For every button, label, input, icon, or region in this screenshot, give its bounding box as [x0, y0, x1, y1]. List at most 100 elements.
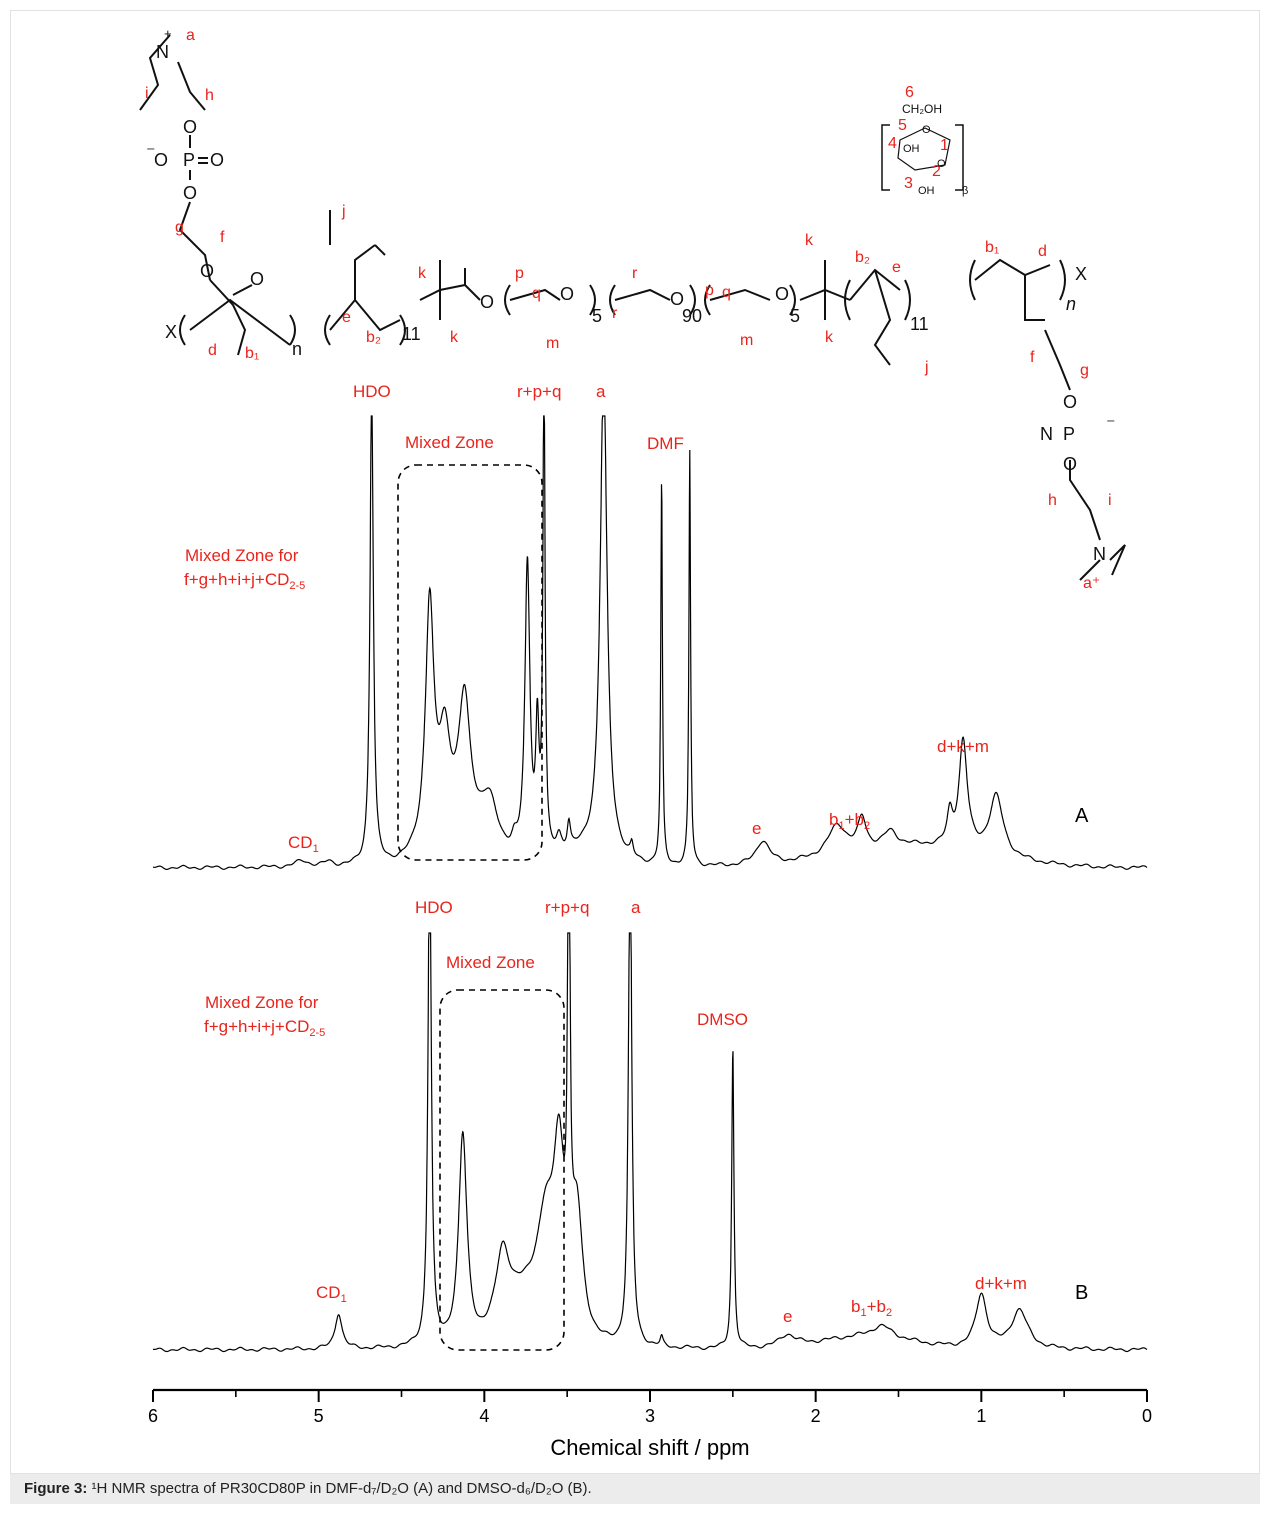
cd-number-6: 6 — [905, 84, 914, 101]
struct-label-b2-left: b₂ — [366, 329, 381, 346]
panel-letter-b: B — [1075, 1282, 1088, 1304]
atom-o5: O — [200, 261, 214, 281]
atom-n-left: N — [156, 42, 169, 62]
end-group-left: X — [165, 322, 177, 342]
cd-number-2: 2 — [932, 163, 941, 180]
figure-label: Figure 3: — [24, 1480, 88, 1497]
atom-p-left: P — [183, 150, 195, 170]
struct-label-e-left: e — [342, 309, 351, 326]
x-tick-label: 6 — [148, 1406, 158, 1426]
struct-label-a-left: a — [186, 27, 195, 44]
x-tick-label: 5 — [314, 1406, 324, 1426]
label-b-rpq: r+p+q — [545, 898, 589, 917]
cd-number-3: 3 — [904, 175, 913, 192]
sub-90: 90 — [682, 306, 702, 326]
label-a-rpq: r+p+q — [517, 382, 561, 401]
label-a-assignment: f+g+h+i+j+CD2-5 — [184, 570, 305, 592]
label-a-b1b2: b1+b2 — [829, 810, 870, 832]
x-axis-title: Chemical shift / ppm — [550, 1435, 749, 1460]
label-a-dmf: DMF — [647, 434, 684, 453]
label-b-dkm: d+k+m — [975, 1274, 1027, 1293]
atom-o8: O — [560, 284, 574, 304]
struct-label-k-bot-left: k — [450, 329, 459, 346]
struct-label-m2: m — [740, 332, 753, 349]
mixed-zone-box-b — [439, 989, 565, 1351]
struct-label-k-bot-right: k — [825, 329, 834, 346]
struct-label-r2: r — [612, 305, 618, 322]
label-b-cd1: CD1 — [316, 1283, 347, 1305]
label-a-e: e — [752, 819, 761, 838]
struct-label-g-right: g — [1080, 362, 1089, 379]
struct-label-r1: r — [632, 265, 638, 282]
cd-ch2oh: CH₂OH — [902, 102, 942, 116]
struct-label-p1: p — [515, 265, 524, 282]
spectrum-trace-a — [152, 415, 1148, 870]
x-tick-label: 0 — [1142, 1406, 1152, 1426]
atom-o1: O — [183, 117, 197, 137]
label-a-mixed-zone: Mixed Zone — [405, 433, 494, 452]
atom-plus-left: + — [164, 26, 172, 41]
label-b-hdo: HDO — [415, 898, 453, 917]
x-tick-label: 3 — [645, 1406, 655, 1426]
mixed-zone-box-a — [397, 464, 543, 861]
struct-label-g-left: g — [175, 219, 184, 236]
struct-label-f-left: f — [220, 229, 225, 246]
struct-label-m1: m — [546, 335, 559, 352]
label-b-dmso: DMSO — [697, 1010, 748, 1029]
atom-o3: O — [154, 150, 168, 170]
label-b-a: a — [631, 898, 641, 917]
atom-o9: O — [670, 289, 684, 309]
panel-letter-a: A — [1075, 805, 1089, 827]
label-b-assignment: f+g+h+i+j+CD2-5 — [204, 1017, 325, 1039]
label-a-dkm: d+k+m — [937, 737, 989, 756]
sub-n-left: n — [292, 339, 302, 359]
sub-5-left: 5 — [592, 306, 602, 326]
sub-11-left: 11 — [402, 324, 421, 344]
atom-p-right: P — [1063, 424, 1075, 444]
struct-label-q2: q — [722, 284, 731, 301]
cd-oh-1: OH — [903, 143, 920, 155]
atom-o12: O — [1063, 454, 1077, 474]
struct-label-j-right: j — [924, 359, 929, 376]
struct-label-i-left: i — [145, 85, 149, 102]
atom-o7: O — [480, 292, 494, 312]
cd-number-1: 1 — [940, 137, 949, 154]
cd-repeat: β — [962, 185, 968, 197]
struct-label-q1: q — [532, 285, 541, 302]
charge-left: ⁻ — [146, 142, 156, 162]
cd-oh-2: OH — [918, 185, 935, 197]
label-a-cd1: CD1 — [288, 833, 319, 855]
atom-o10: O — [775, 284, 789, 304]
label-a-mixed-zone-for: Mixed Zone for — [185, 546, 299, 565]
struct-label-e-right: e — [892, 259, 901, 276]
cd-o-link: O — [937, 158, 946, 170]
atom-o11: O — [1063, 392, 1077, 412]
sub-11-right: 11 — [910, 314, 929, 334]
struct-label-k-top-right: k — [805, 232, 814, 249]
atom-o4: O — [210, 150, 224, 170]
struct-label-d-right: d — [1038, 243, 1047, 260]
label-b-mixed-zone-for: Mixed Zone for — [205, 993, 319, 1012]
figure-frame — [10, 10, 1260, 1474]
nmr-figure: N + O P O O ⁻ O O O — [139, 26, 1152, 1460]
charge-right: ⁻ — [1106, 414, 1116, 434]
caption-text: ¹H NMR spectra of PR30CD80P in DMF-d₇/D₂… — [87, 1480, 592, 1497]
struct-label-k-top-left: k — [418, 265, 427, 282]
x-tick-label: 1 — [976, 1406, 986, 1426]
atom-o6: O — [250, 269, 264, 289]
spectrum-trace-b — [152, 932, 1148, 1353]
atom-o13: N — [1040, 424, 1053, 444]
cd-number-4: 4 — [888, 135, 897, 152]
struct-label-b1-left: b₁ — [245, 345, 259, 362]
end-group-right: X — [1075, 264, 1087, 284]
struct-label-h-right: h — [1048, 492, 1057, 509]
atom-o2: O — [183, 183, 197, 203]
cyclodextrin-inset: 6 CH₂OH 5 4 OH 1 2 3 OH O O β — [881, 84, 968, 197]
struct-label-d-left: d — [208, 342, 217, 359]
struct-label-j-left: j — [341, 203, 346, 220]
label-b-e: e — [783, 1307, 792, 1326]
cd-number-5: 5 — [898, 117, 907, 134]
x-tick-label: 4 — [479, 1406, 489, 1426]
label-b-mixed-zone: Mixed Zone — [446, 953, 535, 972]
